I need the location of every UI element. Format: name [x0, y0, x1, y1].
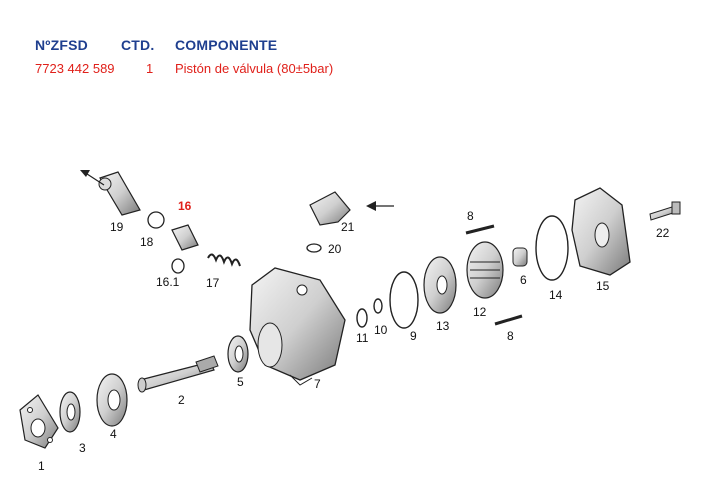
part-21-connector: [309, 191, 351, 226]
callout-14: 14: [549, 288, 563, 302]
callout-9: 9: [410, 329, 417, 343]
part-11-o-ring: [356, 308, 368, 328]
part-7-pump-housing: [249, 267, 346, 386]
part-4-bearing: [96, 373, 128, 427]
callout-13: 13: [436, 319, 450, 333]
component-value: Pistón de válvula (80±5bar): [175, 61, 334, 76]
callout-10: 10: [374, 323, 388, 337]
header-component: COMPONENTE: [175, 37, 278, 53]
part-1-flange: [19, 394, 59, 449]
callout-5: 5: [237, 375, 244, 389]
callout-19: 19: [110, 220, 124, 234]
part-12-rotor-set: [466, 241, 504, 299]
callout-17: 17: [206, 276, 220, 290]
header-quantity: CTD.: [121, 37, 155, 53]
callout-8-upper: 8: [467, 209, 474, 223]
callout-1: 1: [38, 459, 45, 473]
callout-2: 2: [178, 393, 185, 407]
part-22-bolt: [649, 201, 681, 221]
part-17-spring: [207, 253, 241, 267]
callout-20: 20: [328, 242, 342, 256]
callout-4: 4: [110, 427, 117, 441]
part-5-seal-ring: [227, 335, 249, 373]
part-15-end-cover: [571, 187, 631, 276]
callout-22: 22: [656, 226, 670, 240]
part-18-o-ring: [147, 211, 165, 229]
callout-8-lower: 8: [507, 329, 514, 343]
part-2-shaft: [137, 355, 219, 393]
callout-16-1: 16.1: [156, 275, 180, 289]
flow-arrow-right: [366, 201, 394, 211]
callout-12: 12: [473, 305, 487, 319]
callout-7: 7: [314, 377, 321, 391]
callout-6: 6: [520, 273, 527, 287]
callout-11: 11: [356, 331, 369, 345]
flow-arrow-left: [80, 170, 105, 186]
part-8-pin-upper: [465, 224, 495, 235]
callout-16: 16: [178, 199, 192, 213]
part-20-o-ring: [306, 243, 322, 253]
part-6-bushing: [512, 247, 528, 267]
callout-3: 3: [79, 441, 86, 455]
part-3-seal: [59, 391, 81, 433]
part-14-large-o-ring: [535, 215, 569, 281]
part-8-pin-lower: [494, 314, 523, 326]
part-number-value: 7723 442 589: [35, 61, 115, 76]
part-16-valve-piston: [171, 224, 199, 251]
quantity-value: 1: [146, 61, 154, 76]
part-10-o-ring: [373, 298, 383, 314]
callout-21: 21: [341, 220, 355, 234]
callout-15: 15: [596, 279, 610, 293]
part-16-1-ring: [171, 258, 185, 274]
header-part-number: NºZFSD: [35, 37, 88, 53]
part-13-pressure-plate: [423, 256, 457, 314]
callout-18: 18: [140, 235, 154, 249]
part-19-fitting: [98, 171, 141, 216]
part-9-large-o-ring: [389, 271, 419, 329]
